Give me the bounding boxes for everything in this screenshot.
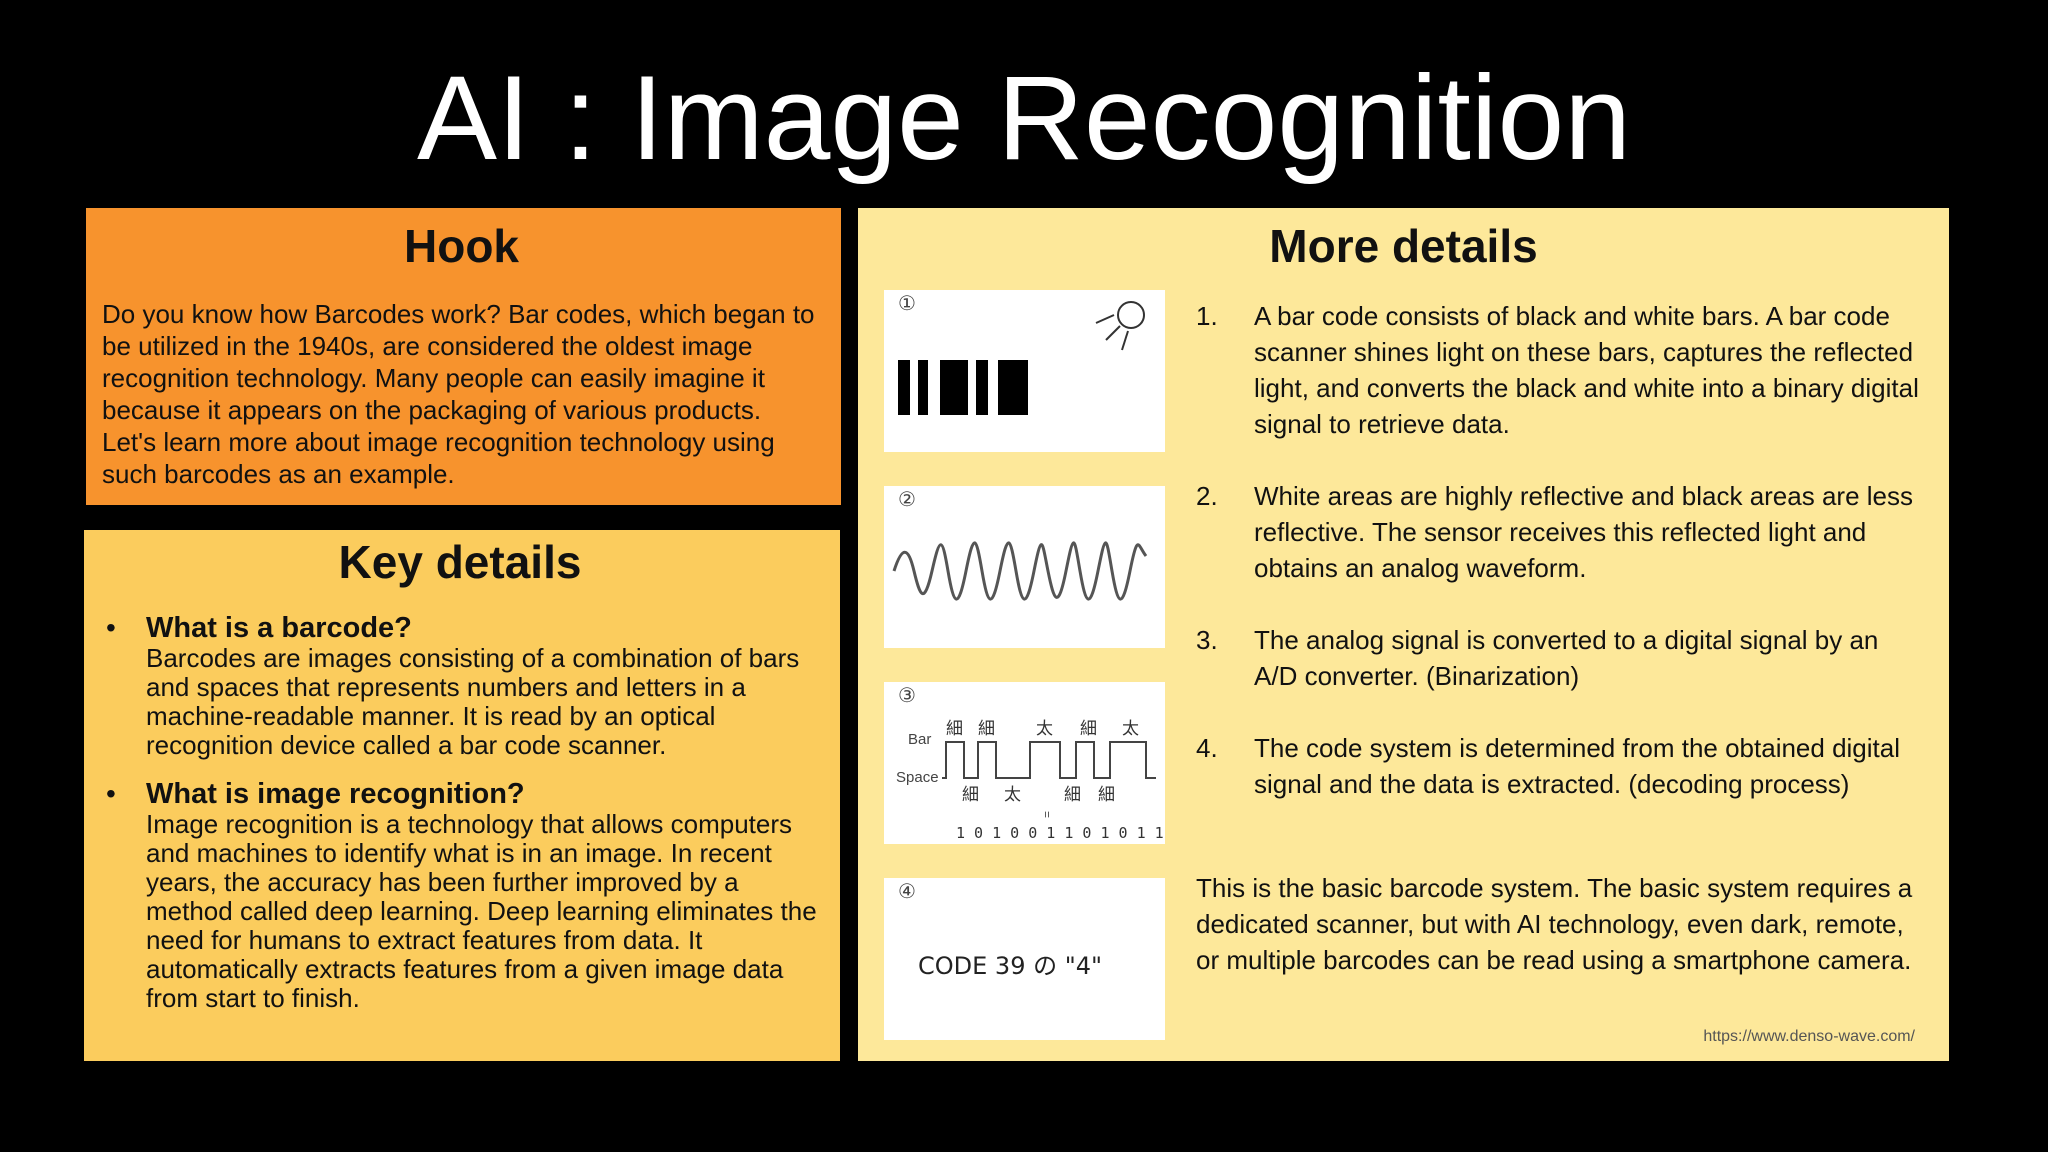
hook-panel: Hook Do you know how Barcodes work? Bar …	[86, 208, 841, 505]
key-detail-question: What is a barcode?	[146, 612, 412, 644]
decoded-text: CODE 39 の "4"	[918, 952, 1102, 980]
figure-decoded-result: ④ CODE 39 の "4"	[884, 878, 1165, 1040]
bar-label: Bar	[908, 731, 931, 748]
signal-bottom-label: 細	[1064, 785, 1081, 805]
signal-top-label: 細	[978, 719, 995, 739]
more-details-heading: More details	[1269, 220, 1538, 272]
barcode-bars	[898, 360, 1028, 415]
figure-analog-waveform: ②	[884, 486, 1165, 648]
figure-number: ③	[898, 683, 916, 707]
figure-barcode-light: ①	[884, 290, 1165, 452]
key-detail-answer: Image recognition is a technology that a…	[146, 809, 817, 1013]
signal-top-label: 細	[946, 719, 963, 739]
equals-sign: =	[1040, 811, 1054, 818]
figure-number: ④	[898, 879, 916, 903]
digital-signal-line	[942, 741, 1156, 779]
figure-digital-signal: ③ Bar Space 細 細 太 細 太 細 太 細 細 = 1 0 1 0 …	[884, 682, 1165, 844]
signal-top-label: 太	[1036, 719, 1053, 739]
hook-heading: Hook	[404, 220, 519, 272]
figure-number: ①	[898, 291, 916, 315]
step-number: 2.	[1196, 481, 1218, 511]
more-details-panel: More details ① ②	[858, 208, 1949, 1061]
step-number: 3.	[1196, 625, 1218, 655]
bullet-icon: •	[106, 778, 116, 809]
step-text: A bar code consists of black and white b…	[1254, 301, 1919, 439]
figure-number: ②	[898, 487, 916, 511]
key-detail-item: • What is a barcode? Barcodes are images…	[100, 612, 820, 760]
slide-title: AI : Image Recognition	[416, 51, 1631, 185]
hook-text: Do you know how Barcodes work? Bar codes…	[102, 299, 815, 489]
key-details-heading: Key details	[338, 536, 582, 588]
signal-top-label: 太	[1122, 719, 1139, 739]
summary-text: This is the basic barcode system. The ba…	[1196, 873, 1913, 975]
key-detail-answer: Barcodes are images consisting of a comb…	[146, 643, 800, 760]
source-link[interactable]: https://www.denso-wave.com/	[1703, 1028, 1915, 1045]
step-item: 4. The code system is determined from th…	[1196, 730, 1921, 802]
light-source-icon	[1095, 301, 1145, 351]
binary-digits: 1 0 1 0 0 1 1 0 1 0 1 1	[956, 824, 1164, 842]
step-text: White areas are highly reflective and bl…	[1254, 481, 1913, 583]
steps-list: 1. A bar code consists of black and whit…	[1196, 298, 1921, 802]
step-item: 2. White areas are highly reflective and…	[1196, 478, 1921, 586]
signal-bottom-label: 細	[962, 785, 979, 805]
signal-top-label: 細	[1080, 719, 1097, 739]
step-number: 1.	[1196, 301, 1218, 331]
signal-bottom-label: 細	[1098, 785, 1115, 805]
key-details-list: • What is a barcode? Barcodes are images…	[100, 612, 820, 1013]
key-detail-question: What is image recognition?	[146, 778, 525, 810]
step-text: The analog signal is converted to a digi…	[1254, 625, 1879, 691]
signal-bottom-label: 太	[1004, 785, 1021, 805]
bullet-icon: •	[106, 612, 116, 643]
key-details-panel: Key details • What is a barcode? Barcode…	[84, 530, 840, 1061]
waveform-line	[892, 541, 1148, 601]
step-number: 4.	[1196, 733, 1218, 763]
step-item: 3. The analog signal is converted to a d…	[1196, 622, 1921, 694]
step-text: The code system is determined from the o…	[1254, 733, 1901, 799]
key-detail-item: • What is image recognition? Image recog…	[100, 778, 820, 1013]
space-label: Space	[896, 769, 939, 786]
step-item: 1. A bar code consists of black and whit…	[1196, 298, 1921, 442]
